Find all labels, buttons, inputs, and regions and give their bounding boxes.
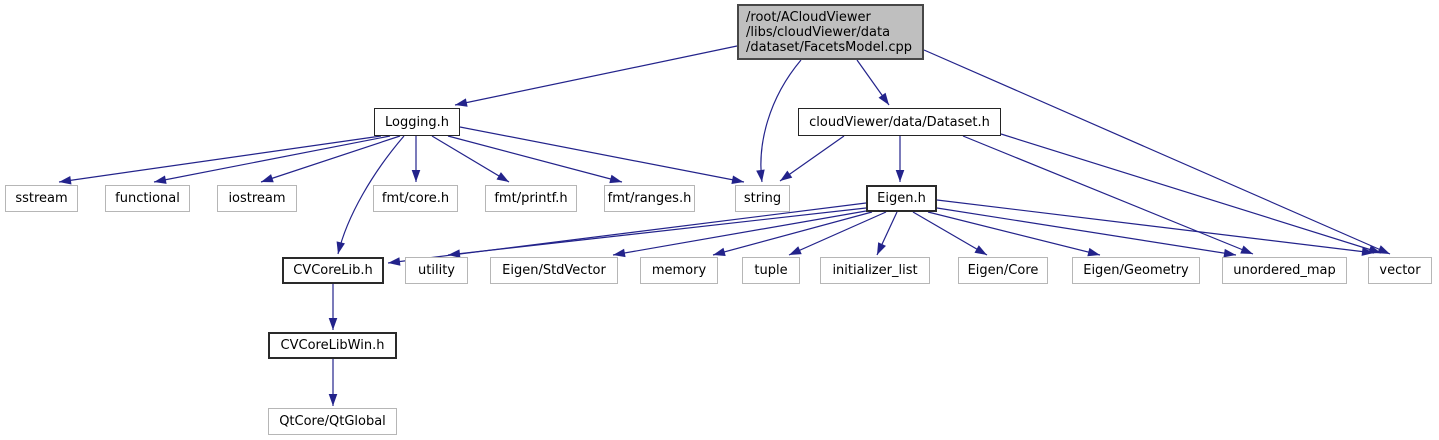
graph-node-label: Eigen/Geometry [1083,263,1189,278]
edge-eigen-h-to-unordered-map [936,207,1237,256]
arrowhead-eigen-h-to-initializer-list [877,242,886,255]
graph-node-unordered-map: unordered_map [1222,257,1347,284]
edge-eigen-h-to-utility [447,207,867,256]
arrowhead-dataset-h-to-eigen-h [895,170,905,182]
arrowhead-eigen-h-to-memory [713,247,726,257]
edge-logging-h-to-iostream [260,135,401,183]
graph-node-eigen-h[interactable]: Eigen.h [866,185,937,212]
graph-node-cvcorelibwin-h[interactable]: CVCoreLibWin.h [268,332,397,359]
graph-node-eigen-stdvector: Eigen/StdVector [490,257,618,284]
arrowhead-dataset-h-to-vector [1368,245,1381,254]
edge-dataset-h-to-vector [1000,133,1382,254]
arrowhead-eigen-h-to-eigen-core [974,245,987,255]
graph-node-eigen-core: Eigen/Core [958,257,1048,284]
arrowhead-eigen-h-to-eigen-stdvector [613,248,626,258]
arrowhead-facetsmodel-cpp-to-dataset-h [878,92,889,105]
arrowhead-eigen-h-to-unordered-map [1223,248,1236,258]
graph-node-fmt-core-h: fmt/core.h [373,185,458,212]
graph-node-label: /root/ACloudViewer/libs/cloudViewer/data… [746,9,912,55]
graph-node-qtcore-qtglobal: QtCore/QtGlobal [268,408,397,435]
graph-node-label: Eigen.h [877,191,926,206]
edge-eigen-h-to-vector [936,199,1375,254]
graph-node-label: memory [651,263,707,278]
graph-node-label: fmt/printf.h [494,191,568,206]
graph-node-label: unordered_map [1233,263,1336,278]
edge-logging-h-to-fmt-printf-h [431,135,510,183]
arrowhead-facetsmodel-cpp-to-string [756,169,765,182]
edge-facetsmodel-cpp-to-vector [923,49,1391,255]
arrowhead-logging-h-to-fmt-printf-h [496,172,509,182]
graph-node-eigen-geometry: Eigen/Geometry [1072,257,1200,284]
edge-dataset-h-to-string [779,135,845,182]
arrowhead-logging-h-to-sstream [59,176,72,185]
graph-node-label: CVCoreLibWin.h [280,338,385,353]
arrowhead-eigen-h-to-eigen-geometry [1087,247,1100,257]
graph-node-label: QtCore/QtGlobal [279,414,386,429]
graph-node-fmt-printf-h: fmt/printf.h [485,185,577,212]
edge-facetsmodel-cpp-to-string [760,59,802,183]
edge-eigen-h-to-memory [712,211,873,256]
graph-node-iostream: iostream [217,185,297,212]
arrowhead-logging-h-to-functional [154,175,167,184]
arrowhead-logging-h-to-fmt-core-h [411,170,421,182]
edge-logging-h-to-string [459,126,745,183]
arrowhead-eigen-h-to-cvcorelib-h [388,257,401,266]
graph-node-label: Eigen/StdVector [502,263,606,278]
arrowhead-logging-h-to-string [731,175,744,184]
graph-node-label: CVCoreLib.h [293,263,373,278]
edge-eigen-h-to-eigen-stdvector [612,210,867,256]
graph-node-label: iostream [228,191,286,206]
arrowhead-eigen-h-to-tuple [789,246,802,255]
graph-node-label: fmt/ranges.h [607,191,692,206]
graph-node-label: utility [418,263,455,278]
arrowhead-cvcorelib-h-to-cvcorelibwin-h [328,318,338,330]
edge-logging-h-to-sstream [58,135,382,183]
graph-node-label: Logging.h [385,114,449,130]
graph-node-label: vector [1379,263,1421,278]
graph-node-label: tuple [754,263,788,278]
edge-logging-h-to-cvcorelib-h [337,135,405,255]
graph-node-fmt-ranges-h: fmt/ranges.h [604,185,695,212]
arrowhead-logging-h-to-iostream [261,174,274,183]
arrowhead-eigen-h-to-vector [1361,247,1374,256]
graph-node-utility: utility [405,257,468,284]
graph-node-dataset-h[interactable]: cloudViewer/data/Dataset.h [798,108,1001,136]
edge-eigen-h-to-eigen-core [912,211,988,256]
arrowhead-facetsmodel-cpp-to-logging-h [455,98,468,107]
graph-node-initializer-list: initializer_list [820,257,930,284]
edge-eigen-h-to-eigen-geometry [927,211,1101,256]
edge-eigen-h-to-tuple [788,211,887,256]
graph-node-sstream: sstream [5,185,78,212]
graph-node-functional: functional [105,185,190,212]
graph-node-logging-h[interactable]: Logging.h [374,108,460,136]
arrowhead-logging-h-to-cvcorelib-h [336,241,345,254]
graph-node-facetsmodel-cpp: /root/ACloudViewer/libs/cloudViewer/data… [737,4,924,60]
edge-logging-h-to-functional [153,135,391,183]
graph-node-string: string [735,185,790,212]
arrowhead-eigen-h-to-utility [448,249,461,258]
graph-node-label: cloudViewer/data/Dataset.h [809,114,990,130]
graph-node-memory: memory [640,257,718,284]
arrowhead-logging-h-to-fmt-ranges-h [609,174,622,184]
arrowhead-facetsmodel-cpp-to-vector [1377,245,1390,254]
graph-node-tuple: tuple [742,257,800,284]
edge-facetsmodel-cpp-to-logging-h [454,45,738,106]
graph-node-label: Eigen/Core [967,263,1039,278]
arrowhead-dataset-h-to-unordered-map [1240,245,1253,254]
graph-node-cvcorelib-h[interactable]: CVCoreLib.h [282,257,384,284]
arrowhead-dataset-h-to-string [780,170,793,181]
arrowhead-cvcorelibwin-h-to-qtcore-qtglobal [328,394,338,406]
graph-node-label: fmt/core.h [381,191,450,206]
edge-dataset-h-to-unordered-map [962,135,1254,255]
edge-logging-h-to-fmt-ranges-h [447,135,623,183]
graph-node-label: string [743,191,782,206]
graph-node-label: initializer_list [832,263,918,278]
graph-node-label: sstream [15,191,68,206]
graph-node-label: functional [115,191,180,206]
graph-node-vector: vector [1368,257,1432,284]
